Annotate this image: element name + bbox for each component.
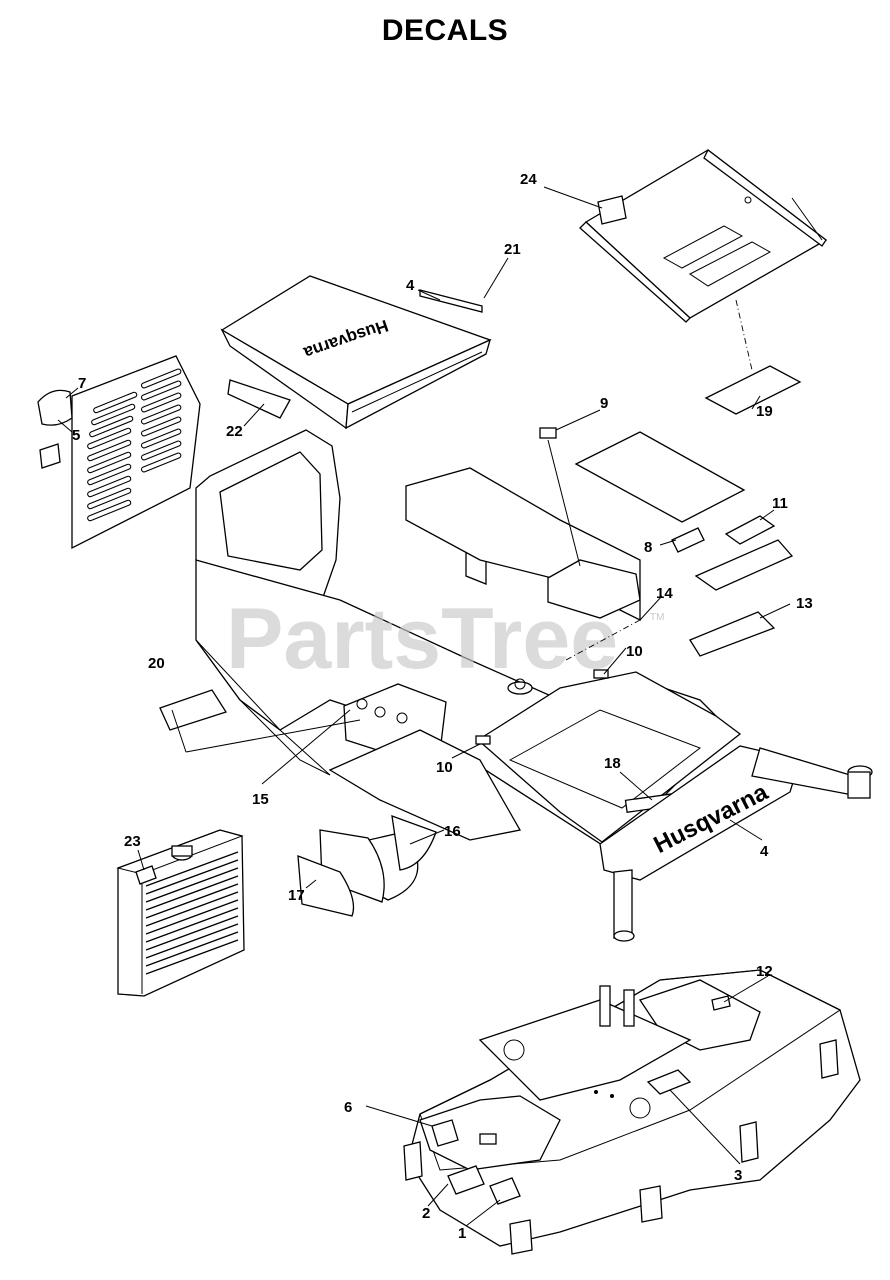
- callout-1: 1: [458, 1225, 466, 1242]
- callout-2: 2: [422, 1205, 430, 1222]
- main-frame: Husqvarna: [159, 427, 873, 942]
- decal-1: [489, 1177, 521, 1205]
- decal-24: [597, 195, 627, 225]
- callout-20: 20: [148, 655, 165, 672]
- decal-23: [135, 865, 157, 885]
- callout-13: 13: [796, 595, 813, 612]
- callout-23: 23: [124, 833, 141, 850]
- decal-13: [689, 611, 776, 657]
- callout-4-hood: 4: [406, 277, 415, 294]
- callout-24: 24: [520, 171, 537, 188]
- decal-10b: [475, 735, 491, 745]
- callout-9: 9: [600, 395, 608, 412]
- decal-9: [539, 427, 557, 439]
- callout-22: 22: [226, 423, 243, 440]
- decal-12: [711, 995, 731, 1011]
- watermark-text: PartsTree: [226, 591, 618, 687]
- callout-14: 14: [656, 585, 673, 602]
- callout-7: 7: [78, 375, 86, 392]
- decal-8: [671, 527, 705, 553]
- decal-2: [447, 1165, 485, 1195]
- callout-10-lower: 10: [436, 759, 453, 776]
- decal-19: [704, 365, 802, 415]
- callout-5: 5: [72, 427, 80, 444]
- callout-16: 16: [444, 823, 461, 840]
- side-shields: [297, 815, 437, 917]
- callout-labels: 24 19 21 4 22 7 5 9 8 11 13 14 10 20 15 …: [72, 171, 813, 1242]
- floor-pan: [579, 149, 828, 415]
- hood: Husqvarna: [220, 275, 492, 430]
- callout-10-upper: 10: [626, 643, 643, 660]
- callout-6: 6: [344, 1099, 352, 1116]
- callout-17: 17: [288, 887, 305, 904]
- callout-11: 11: [772, 495, 788, 512]
- callout-8: 8: [644, 539, 652, 556]
- watermark: PartsTree TM: [226, 591, 664, 687]
- callout-4-front: 4: [760, 843, 769, 860]
- decal-21: [419, 289, 483, 313]
- leader-lines: [57, 186, 791, 1227]
- callout-12: 12: [756, 963, 773, 980]
- decal-20: [159, 689, 228, 731]
- decal-3: [646, 1069, 692, 1095]
- mower-deck: [403, 969, 861, 1255]
- callout-18: 18: [604, 755, 621, 772]
- callout-19: 19: [756, 403, 773, 420]
- callout-15: 15: [252, 791, 269, 808]
- decal-7: [37, 389, 73, 426]
- decal-5: [39, 443, 61, 469]
- page-title: DECALS: [381, 14, 509, 47]
- side-grille-panel: [37, 355, 201, 550]
- decal-11: [724, 515, 776, 545]
- radiator: [116, 829, 245, 997]
- callout-21: 21: [504, 241, 521, 258]
- decal-22: [227, 379, 291, 419]
- decal-6: [431, 1119, 459, 1147]
- decal-10a: [593, 669, 609, 679]
- watermark-tm: TM: [650, 612, 664, 623]
- callout-3: 3: [734, 1167, 742, 1184]
